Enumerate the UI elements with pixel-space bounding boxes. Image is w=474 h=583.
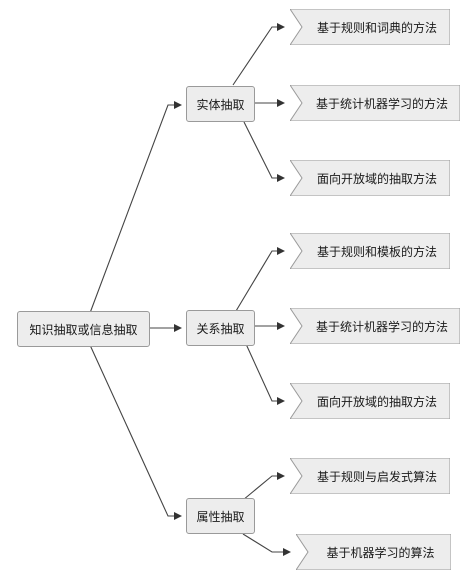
- leaf-label: 基于统计机器学习的方法: [315, 319, 448, 334]
- leaf-relation-rule-template[interactable]: 基于规则和模板的方法: [290, 233, 450, 269]
- edge-root-entity: [89, 101, 182, 314]
- leaf-shape: [296, 534, 451, 570]
- root-node-label: 知识抽取或信息抽取: [29, 322, 138, 337]
- leaf-relation-statistical-ml[interactable]: 基于统计机器学习的方法: [290, 308, 460, 344]
- leaf-attribute-ml-algorithm[interactable]: 基于机器学习的算法: [296, 534, 451, 570]
- branch-attribute-extraction[interactable]: 属性抽取: [186, 498, 255, 534]
- leaf-label: 基于规则和词典的方法: [316, 20, 437, 35]
- branch-entity-extraction[interactable]: 实体抽取: [186, 86, 255, 122]
- leaf-shape: [290, 308, 460, 344]
- leaf-label: 基于规则与启发式算法: [316, 469, 437, 484]
- leaf-entity-open-domain[interactable]: 面向开放域的抽取方法: [290, 160, 450, 196]
- edge-attribute-leaf-2: [242, 533, 291, 556]
- leaf-entity-rule-dictionary[interactable]: 基于规则和词典的方法: [290, 9, 450, 45]
- edge-entity-leaf-3: [243, 121, 285, 182]
- branch-label: 关系抽取: [196, 321, 245, 336]
- leaf-label: 面向开放域的抽取方法: [316, 171, 437, 186]
- leaf-shape: [290, 85, 460, 121]
- leaf-shape: [290, 9, 450, 45]
- edge-attribute-leaf-1: [242, 472, 285, 501]
- branch-label: 属性抽取: [196, 509, 245, 524]
- leaf-shape: [290, 383, 450, 419]
- leaf-attribute-rule-heuristic[interactable]: 基于规则与启发式算法: [290, 458, 450, 494]
- leaf-label: 基于规则和模板的方法: [316, 244, 437, 259]
- edge-relation-leaf-3: [245, 343, 285, 405]
- root-node[interactable]: 知识抽取或信息抽取: [17, 311, 150, 347]
- edge-relation-leaf-1: [235, 247, 285, 312]
- leaf-label: 基于机器学习的算法: [326, 545, 435, 560]
- leaf-shape: [290, 233, 450, 269]
- branch-relation-extraction[interactable]: 关系抽取: [186, 310, 255, 346]
- leaf-entity-statistical-ml[interactable]: 基于统计机器学习的方法: [290, 85, 460, 121]
- leaf-label: 基于统计机器学习的方法: [315, 96, 448, 111]
- leaf-shape: [290, 458, 450, 494]
- edge-root-attribute: [89, 344, 182, 520]
- edge-entity-leaf-1: [232, 23, 285, 86]
- leaf-shape: [290, 160, 450, 196]
- leaf-label: 面向开放域的抽取方法: [316, 394, 437, 409]
- branch-label: 实体抽取: [196, 97, 245, 112]
- leaf-relation-open-domain[interactable]: 面向开放域的抽取方法: [290, 383, 450, 419]
